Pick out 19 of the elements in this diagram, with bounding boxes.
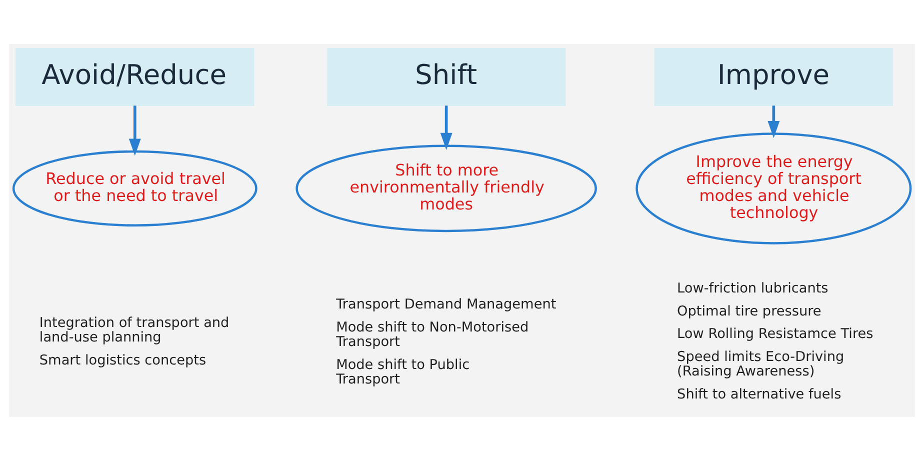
node-label: Speed limits Eco-Driving (Raising Awareness) [676, 348, 844, 380]
node-ellipse: Shift to more environmentally friendly modes [295, 144, 596, 232]
arrow [440, 106, 452, 150]
node-label: Low Rolling Resistamce Tires [676, 326, 873, 342]
node-label: Low-friction lubricants [676, 280, 828, 297]
node-label: Mode shift to Non-Motorised Transport [336, 319, 528, 350]
node-box: Shift [326, 48, 566, 106]
node-label: Mode shift to Public Transport [336, 356, 470, 388]
node-label: Transport Demand Management [336, 296, 556, 313]
node-box: Avoid/Reduce [15, 48, 254, 106]
node-label: Integration of transport and land-use planning [38, 314, 229, 346]
arrow [128, 106, 140, 156]
node-label: Optimal tire pressure [676, 303, 821, 320]
node-label: Smart logistics concepts [38, 352, 206, 368]
node-ellipse: Improve the energy efficiency of transport modes and vehicle technology [635, 132, 912, 244]
node-ellipse: Reduce or avoid travel or the need to travel [12, 150, 257, 227]
node-box: Improve [654, 48, 892, 106]
node-label: Shift to alternative fuels [676, 386, 841, 402]
arrow [767, 106, 780, 138]
